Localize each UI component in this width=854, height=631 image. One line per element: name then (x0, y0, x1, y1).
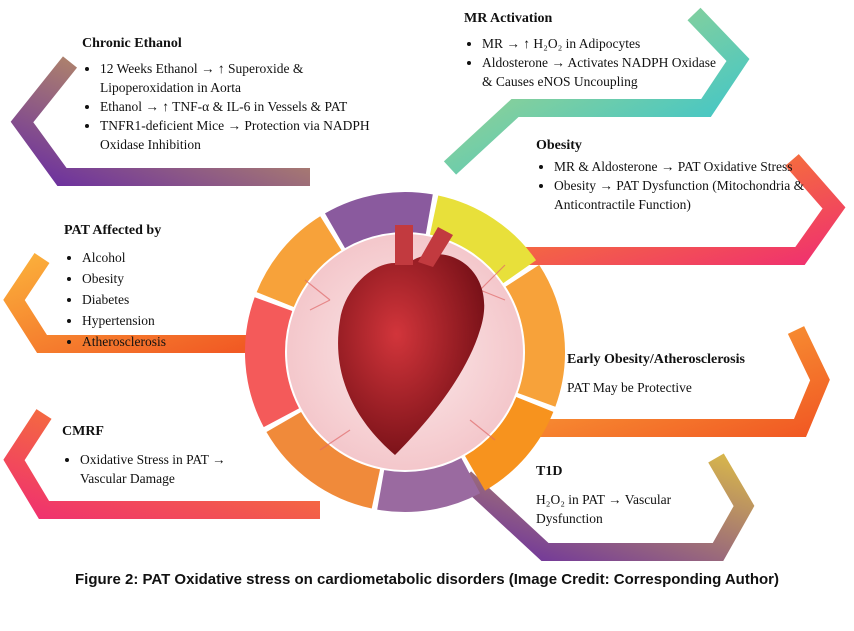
chevron-early-obesity (540, 326, 830, 437)
box-title: Obesity (536, 138, 582, 153)
box-obesity: Obesity MR & Aldosterone → PAT Oxidative… (536, 136, 821, 214)
ring (245, 192, 565, 512)
ring-segment (464, 396, 554, 491)
box-title: Early Obesity/Atherosclerosis (567, 352, 745, 367)
box-mr-activation: MR Activation MR → ↑ H₂O₂ in Adipocytes … (464, 9, 719, 91)
chevron-pat-affected (3, 253, 255, 353)
list-item: Oxidative Stress in PAT → Vascular Damag… (80, 450, 262, 488)
heart-shape (338, 254, 485, 455)
list-item: Obesity (82, 268, 244, 289)
list-item: 12 Weeks Ethanol → ↑ Superoxide & Lipope… (100, 59, 382, 97)
box-title: T1D (536, 464, 563, 479)
box-early-obesity: Early Obesity/Atherosclerosis PAT May be… (567, 350, 807, 397)
box-text: H₂O₂ in PAT → Vascular Dysfunction (536, 492, 672, 526)
box-text: PAT May be Protective (567, 380, 692, 395)
chevron-mr-activation (443, 7, 750, 175)
list-item: Alcohol (82, 247, 244, 268)
box-cmrf: CMRF Oxidative Stress in PAT → Vascular … (62, 422, 262, 488)
ring-segment (245, 297, 300, 428)
box-title: PAT Affected by (64, 223, 162, 238)
heart-illustration-icon (304, 264, 506, 451)
box-chronic-ethanol: Chronic Ethanol 12 Weeks Ethanol → ↑ Sup… (82, 34, 382, 154)
chevron-t1d (458, 453, 755, 561)
list-item: MR → ↑ H₂O₂ in Adipocytes (482, 34, 719, 53)
list-item: Atherosclerosis (82, 331, 244, 352)
list-item: TNFR1-deficient Mice → Protection via NA… (100, 116, 382, 154)
list-item: Ethanol → ↑ TNF-α & IL-6 in Vessels & PA… (100, 97, 382, 116)
list-item: Hypertension (82, 310, 244, 331)
list-item: Aldosterone → Activates NADPH Oxidase & … (482, 53, 719, 91)
list-item: MR & Aldosterone → PAT Oxidative Stress (554, 157, 821, 176)
figure-caption: Figure 2: PAT Oxidative stress on cardio… (74, 571, 779, 588)
chevron-chronic-ethanol (10, 56, 310, 186)
ring-segment (256, 216, 342, 308)
box-title: CMRF (62, 424, 104, 439)
chevron-cmrf (3, 409, 320, 519)
list-item: Diabetes (82, 289, 244, 310)
box-pat-affected: PAT Affected by Alcohol Obesity Diabetes… (64, 220, 244, 352)
ring-segment (505, 264, 565, 407)
chevron-obesity (520, 154, 846, 265)
box-t1d: T1D H₂O₂ in PAT → Vascular Dysfunction (536, 462, 716, 528)
ring-segment (325, 192, 433, 249)
ring-segment (377, 457, 481, 512)
ring-segment (266, 411, 381, 509)
ring-segment (429, 195, 537, 284)
box-title: Chronic Ethanol (82, 36, 182, 51)
box-title: MR Activation (464, 11, 553, 26)
list-item: Obesity → PAT Dysfunction (Mitochondria … (554, 176, 821, 214)
